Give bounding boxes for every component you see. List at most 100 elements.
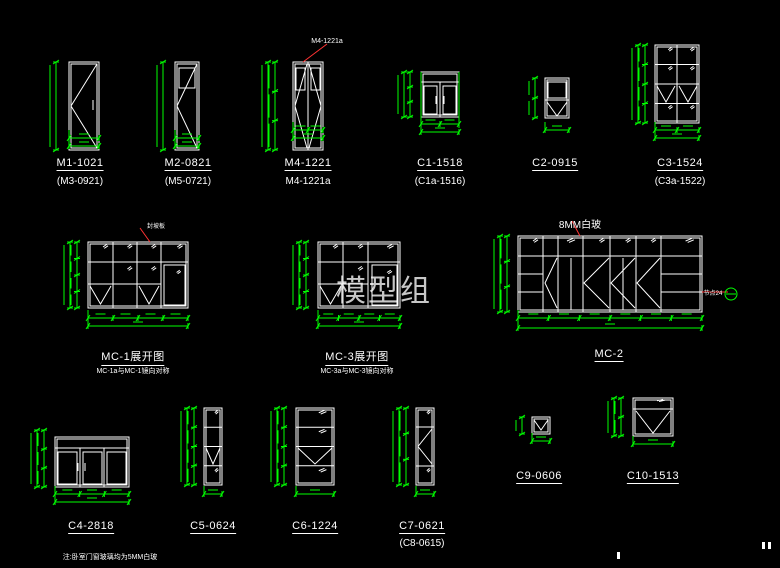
dim-slash — [406, 69, 414, 75]
opening-triangle — [319, 285, 342, 305]
glass-mark — [427, 469, 431, 473]
c1-glass — [423, 85, 438, 115]
glass-mark — [177, 271, 182, 275]
dim-slash — [406, 99, 414, 105]
dim-slash — [196, 134, 202, 142]
c7-alt: (C8-0615) — [399, 538, 445, 549]
mc1-code: MC-1展开图 — [101, 348, 165, 366]
dim-slash — [196, 142, 202, 150]
dim-slash — [271, 118, 279, 124]
frame-inner — [634, 399, 672, 435]
m1-alt: (M3-0921) — [56, 176, 104, 187]
dim-slash — [610, 433, 618, 439]
c2-glass — [547, 81, 567, 99]
opening-triangle — [635, 410, 671, 434]
mc3-code: MC-3展开图 — [325, 348, 389, 366]
glass-mark — [318, 409, 325, 414]
dim-slash — [264, 59, 272, 65]
c2-window — [544, 77, 570, 119]
dim-slash — [302, 305, 310, 311]
dim-slash — [52, 147, 60, 153]
dim-slash — [280, 444, 288, 449]
m2-glass — [178, 67, 196, 89]
dim-slash — [273, 482, 281, 488]
dim-slash — [190, 444, 198, 449]
dim-slash — [40, 427, 48, 433]
glass-mark — [566, 237, 574, 242]
c7-window — [415, 407, 435, 486]
c7-code: C7-0621 — [399, 520, 445, 534]
dim-slash — [531, 115, 539, 121]
dim-slash — [40, 484, 48, 490]
glass-mark — [320, 430, 327, 434]
end-marker — [762, 542, 765, 549]
dim-slash — [377, 314, 382, 322]
dim-slash — [518, 431, 526, 437]
dim-slash — [66, 239, 74, 245]
end-marker — [617, 552, 620, 559]
dim-slash — [503, 258, 511, 264]
glass-mark — [176, 243, 182, 248]
mc2-code: MC-2 — [594, 348, 624, 362]
c1-alt: (C1a-1516) — [414, 176, 466, 187]
dim-slash — [96, 134, 102, 142]
glass-mark — [669, 67, 673, 71]
glass-mark — [386, 243, 393, 248]
glass-mark — [152, 245, 157, 249]
glass-mark — [318, 428, 325, 433]
dim-slash — [641, 120, 649, 126]
m4-code: M4-1221 — [284, 157, 332, 171]
dim-slash — [400, 69, 408, 75]
dim-slash — [271, 147, 279, 153]
m1-door — [68, 61, 100, 151]
glass-mark — [625, 237, 630, 242]
dim-slash — [73, 289, 81, 294]
frame-inner — [56, 438, 128, 486]
glass-mark — [650, 237, 656, 242]
dim-slash — [185, 322, 191, 330]
dim-slash — [634, 120, 642, 126]
glass-mark — [689, 46, 694, 51]
glass-mark — [532, 237, 538, 242]
dim-slash — [696, 134, 702, 142]
dim-slash — [66, 305, 74, 311]
dim-slash — [271, 59, 279, 65]
dim-slash — [617, 433, 625, 439]
dim-slash — [406, 84, 414, 90]
c1-glass — [442, 85, 457, 115]
end-marker — [768, 542, 771, 549]
dim-slash — [77, 490, 83, 498]
dim-slash — [33, 427, 41, 433]
opening-triangle — [656, 85, 676, 104]
m4-alt: M4-1221a — [285, 176, 331, 187]
dim-slash — [271, 88, 279, 94]
c4-glass — [57, 451, 78, 485]
dim-slash — [302, 256, 310, 261]
dim-slash — [273, 405, 281, 411]
glass-mark — [689, 104, 694, 109]
glass-mark — [687, 239, 694, 243]
glass-mark — [320, 411, 327, 415]
dim-slash — [641, 81, 649, 87]
glass-mark — [658, 399, 666, 403]
dim-slash — [531, 75, 539, 81]
glass-mark — [568, 239, 576, 243]
dim-slash — [101, 490, 107, 498]
dim-slash — [110, 314, 116, 322]
glass-mark — [426, 467, 430, 472]
dim-slash — [336, 314, 341, 322]
dim-slash — [395, 405, 403, 411]
dim-slash — [190, 463, 198, 469]
glass-mark — [176, 269, 181, 273]
mc3-alt: MC-3a与MC-3镜向对称 — [320, 368, 394, 375]
glass-mark — [626, 239, 632, 243]
glass-mark — [152, 267, 157, 271]
mc1-window — [87, 241, 189, 309]
dim-slash — [280, 482, 288, 488]
opening-diagonal — [583, 257, 610, 309]
dim-slash — [190, 482, 198, 488]
dim-slash — [617, 414, 625, 420]
dim-slash — [356, 314, 362, 322]
mc1-note: 封坡板 — [146, 224, 166, 230]
